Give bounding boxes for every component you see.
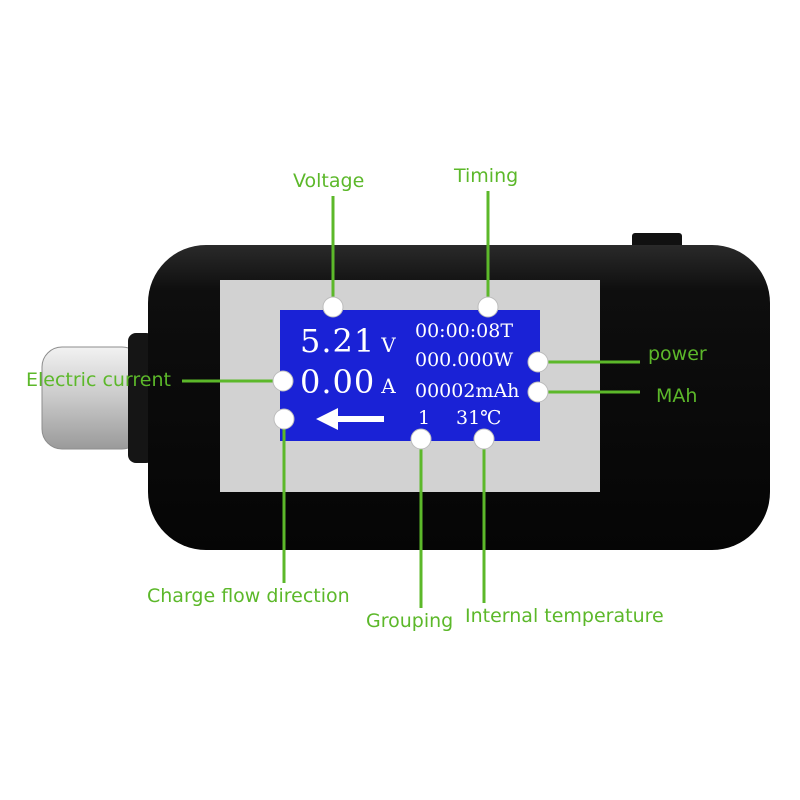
plug-collar: [128, 333, 154, 463]
current-unit: A: [381, 374, 397, 398]
mah-callout-label: MAh: [656, 385, 698, 407]
temperature-reading: 31℃: [456, 407, 502, 429]
power-dot: [527, 351, 549, 373]
capacity-reading: 00002mAh: [415, 380, 520, 402]
voltage-callout-label: Voltage: [293, 170, 365, 192]
arrow-left-icon: [316, 408, 384, 430]
grouping-dot: [410, 428, 432, 450]
power-reading: 000.000W: [415, 349, 514, 371]
temperature-dot: [473, 428, 495, 450]
usb-c-plug: [41, 346, 143, 450]
group-reading: 1: [418, 407, 431, 429]
internal-temperature-callout-label: Internal temperature: [465, 605, 664, 627]
timing-callout-label: Timing: [454, 165, 519, 187]
voltage-unit: V: [381, 333, 397, 357]
power-callout-label: power: [648, 343, 707, 365]
timing-dot: [477, 296, 499, 318]
current-dot: [272, 370, 294, 392]
timer-reading: 00:00:08T: [415, 320, 514, 342]
grouping-callout-label: Grouping: [366, 610, 454, 632]
voltage-value: 5.21: [300, 322, 376, 360]
voltage-dot: [322, 296, 344, 318]
charge-dot: [273, 408, 295, 430]
charge-flow-callout-label: Charge flow direction: [147, 585, 350, 607]
callout-dots: [272, 296, 549, 450]
electric-current-callout-label: Electric current: [26, 369, 171, 391]
callout-lines: [182, 191, 640, 608]
current-value: 0.00: [300, 363, 376, 401]
mah-dot: [527, 381, 549, 403]
